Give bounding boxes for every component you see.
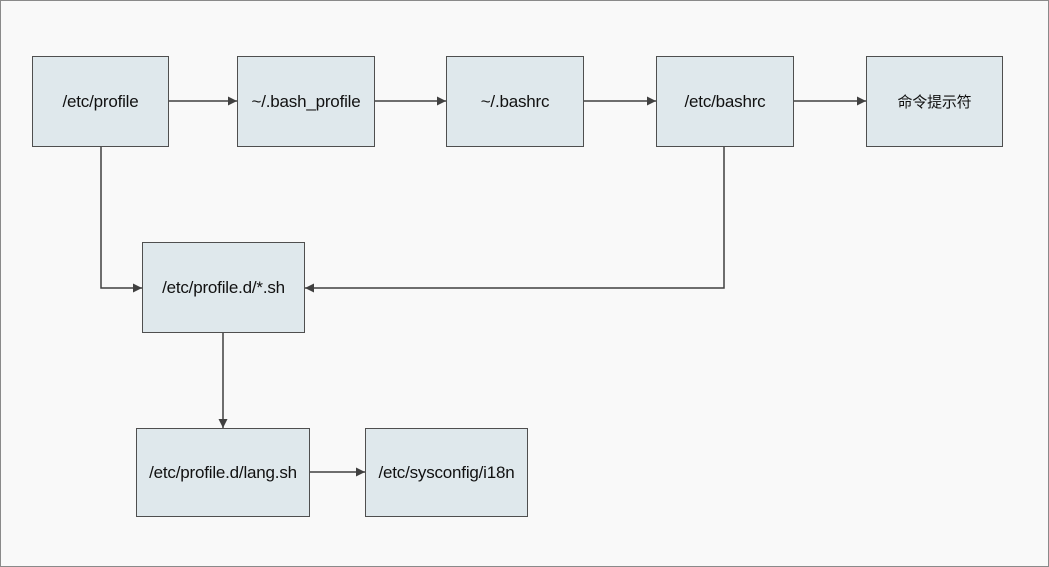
node-sysconfig-i18n: /etc/sysconfig/i18n [365, 428, 528, 517]
node-bash-profile: ~/.bash_profile [237, 56, 375, 147]
node-profile-d-all-sh: /etc/profile.d/*.sh [142, 242, 305, 333]
node-etc-profile: /etc/profile [32, 56, 169, 147]
node-profile-d-lang-sh: /etc/profile.d/lang.sh [136, 428, 310, 517]
node-etc-bashrc: /etc/bashrc [656, 56, 794, 147]
node-home-bashrc: ~/.bashrc [446, 56, 584, 147]
edge-profile-to-profile-d [100, 147, 142, 293]
node-command-prompt: 命令提示符 [866, 56, 1003, 147]
edge-etc-bashrc-to-profile-d [305, 147, 725, 293]
